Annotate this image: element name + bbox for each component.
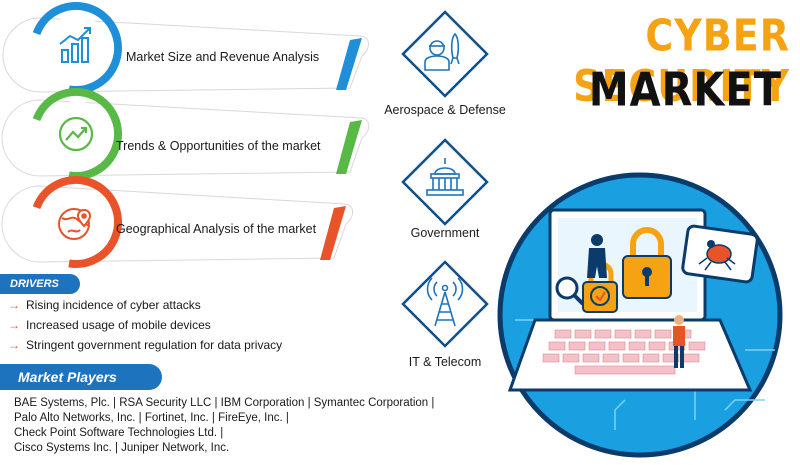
globe-pin-icon — [58, 208, 92, 240]
telecom-tower-icon — [426, 277, 464, 327]
sector-label-government: Government — [410, 226, 480, 240]
bar-growth-chart-icon — [59, 27, 91, 63]
phone-bug-icon — [681, 224, 759, 284]
trend-arrow-icon — [58, 116, 94, 152]
market-players-line: BAE Systems, Plc. | RSA Security LLC | I… — [14, 397, 435, 409]
market-players-line: Check Point Software Technologies Ltd. | — [14, 427, 224, 439]
capitol-building-icon — [426, 158, 464, 196]
page-title-line1: CYBER SECURITY — [573, 10, 790, 112]
person-figure-icon — [673, 315, 685, 368]
padlock-icon — [582, 227, 672, 313]
soldier-rocket-icon — [424, 32, 460, 71]
driver-item: →Rising incidence of cyber attacks — [8, 298, 201, 312]
hacker-figure-icon — [587, 234, 607, 278]
analysis-pill-trends — [1, 88, 370, 181]
analysis-label-market-size: Market Size and Revenue Analysis — [126, 50, 320, 64]
sector-label-aerospace: Aerospace & Defense — [384, 103, 506, 117]
page-title-line2: MARKET — [588, 64, 782, 117]
market-players-heading: Market Players — [0, 364, 162, 390]
sector-icons-graphic — [401, 10, 489, 348]
arrow-right-icon: → — [8, 338, 20, 352]
analysis-label-geographical: Geographical Analysis of the market — [116, 222, 317, 236]
sector-diamond-aerospace — [401, 10, 489, 98]
market-players-line: Cisco Systems Inc. | Juniper Network, In… — [14, 442, 230, 454]
sector-label-telecom: IT & Telecom — [408, 355, 482, 369]
analysis-pills-graphic — [1, 2, 370, 268]
drivers-heading: DRIVERS — [0, 274, 80, 294]
driver-item: →Stringent government regulation for dat… — [8, 338, 283, 352]
analysis-pill-geographical — [1, 176, 354, 268]
arrow-right-icon: → — [8, 318, 20, 332]
analysis-pill-market-size — [2, 2, 369, 94]
magnifier-icon — [555, 276, 585, 306]
driver-item: →Increased usage of mobile devices — [8, 318, 211, 332]
cyber-security-illustration — [497, 172, 783, 458]
analysis-label-trends: Trends & Opportunities of the market — [116, 139, 321, 153]
market-players-line: Palo Alto Networks, Inc. | Fortinet, Inc… — [14, 412, 289, 424]
arrow-right-icon: → — [8, 298, 20, 312]
